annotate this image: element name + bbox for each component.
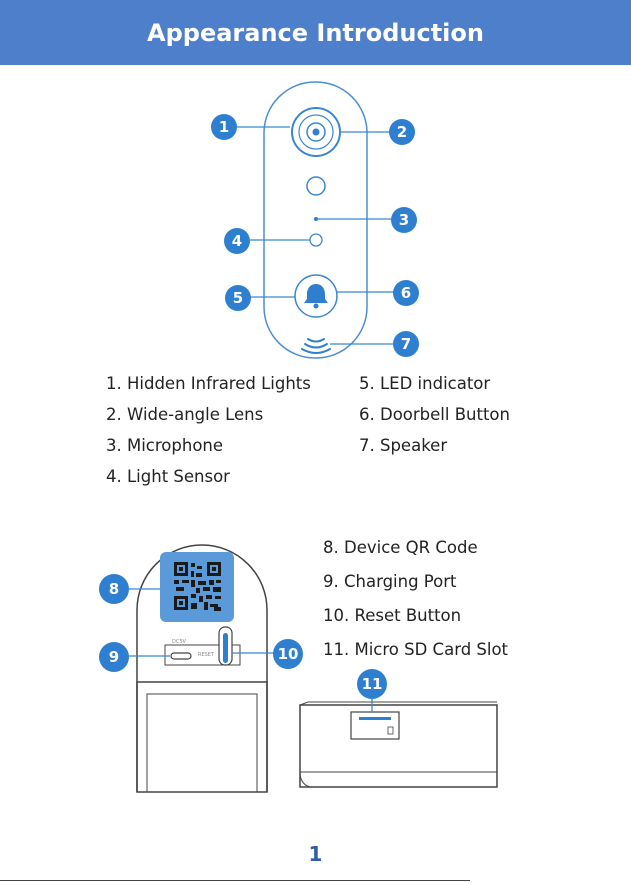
- doorbell-back-illustration: [137, 545, 267, 792]
- back-legend: 8. Device QR Code 9. Charging Port 10. R…: [323, 538, 508, 674]
- microphone-dot: [314, 217, 318, 221]
- qr-code-panel: [160, 552, 234, 622]
- legend-item: 7. Speaker: [359, 436, 510, 467]
- legend-item: 9. Charging Port: [323, 572, 508, 606]
- callout-6: 6: [393, 280, 419, 306]
- lens-center: [313, 129, 320, 136]
- sd-card-illustration: [300, 697, 497, 787]
- sd-card-icon: [388, 727, 393, 734]
- callout-7: 7: [393, 331, 419, 357]
- callout-4: 4: [224, 228, 250, 254]
- legend-item: 4. Light Sensor: [106, 467, 311, 498]
- legend-item: 11. Micro SD Card Slot: [323, 640, 508, 674]
- page-number: 1: [0, 842, 631, 866]
- sd-card-slot-opening: [359, 717, 391, 720]
- callout-9: 9: [99, 642, 129, 672]
- charging-port: [171, 653, 191, 659]
- legend-item: 3. Microphone: [106, 436, 311, 467]
- legend-item: 8. Device QR Code: [323, 538, 508, 572]
- legend-item: 2. Wide-angle Lens: [106, 405, 311, 436]
- callout-10: 10: [273, 639, 303, 669]
- legend-item: 5. LED indicator: [359, 374, 510, 405]
- charging-port-label: DC5V: [172, 639, 186, 645]
- front-legend-left: 1. Hidden Infrared Lights 2. Wide-angle …: [106, 374, 311, 498]
- sd-card-slot: [351, 712, 399, 739]
- callout-3: 3: [391, 207, 417, 233]
- callout-5: 5: [225, 285, 251, 311]
- legend-item: 6. Doorbell Button: [359, 405, 510, 436]
- front-legend-right: 5. LED indicator 6. Doorbell Button 7. S…: [359, 374, 510, 467]
- reset-button-pin: [223, 633, 228, 663]
- callout-1: 1: [211, 114, 237, 140]
- callout-8: 8: [99, 574, 129, 604]
- reset-button-label: RESET: [198, 652, 214, 658]
- callout-2: 2: [389, 119, 415, 145]
- legend-item: 10. Reset Button: [323, 606, 508, 640]
- mount-plate-inner: [147, 694, 257, 792]
- legend-item: 1. Hidden Infrared Lights: [106, 374, 311, 405]
- mount-plate-outer: [137, 682, 267, 792]
- footer-divider: [0, 880, 470, 881]
